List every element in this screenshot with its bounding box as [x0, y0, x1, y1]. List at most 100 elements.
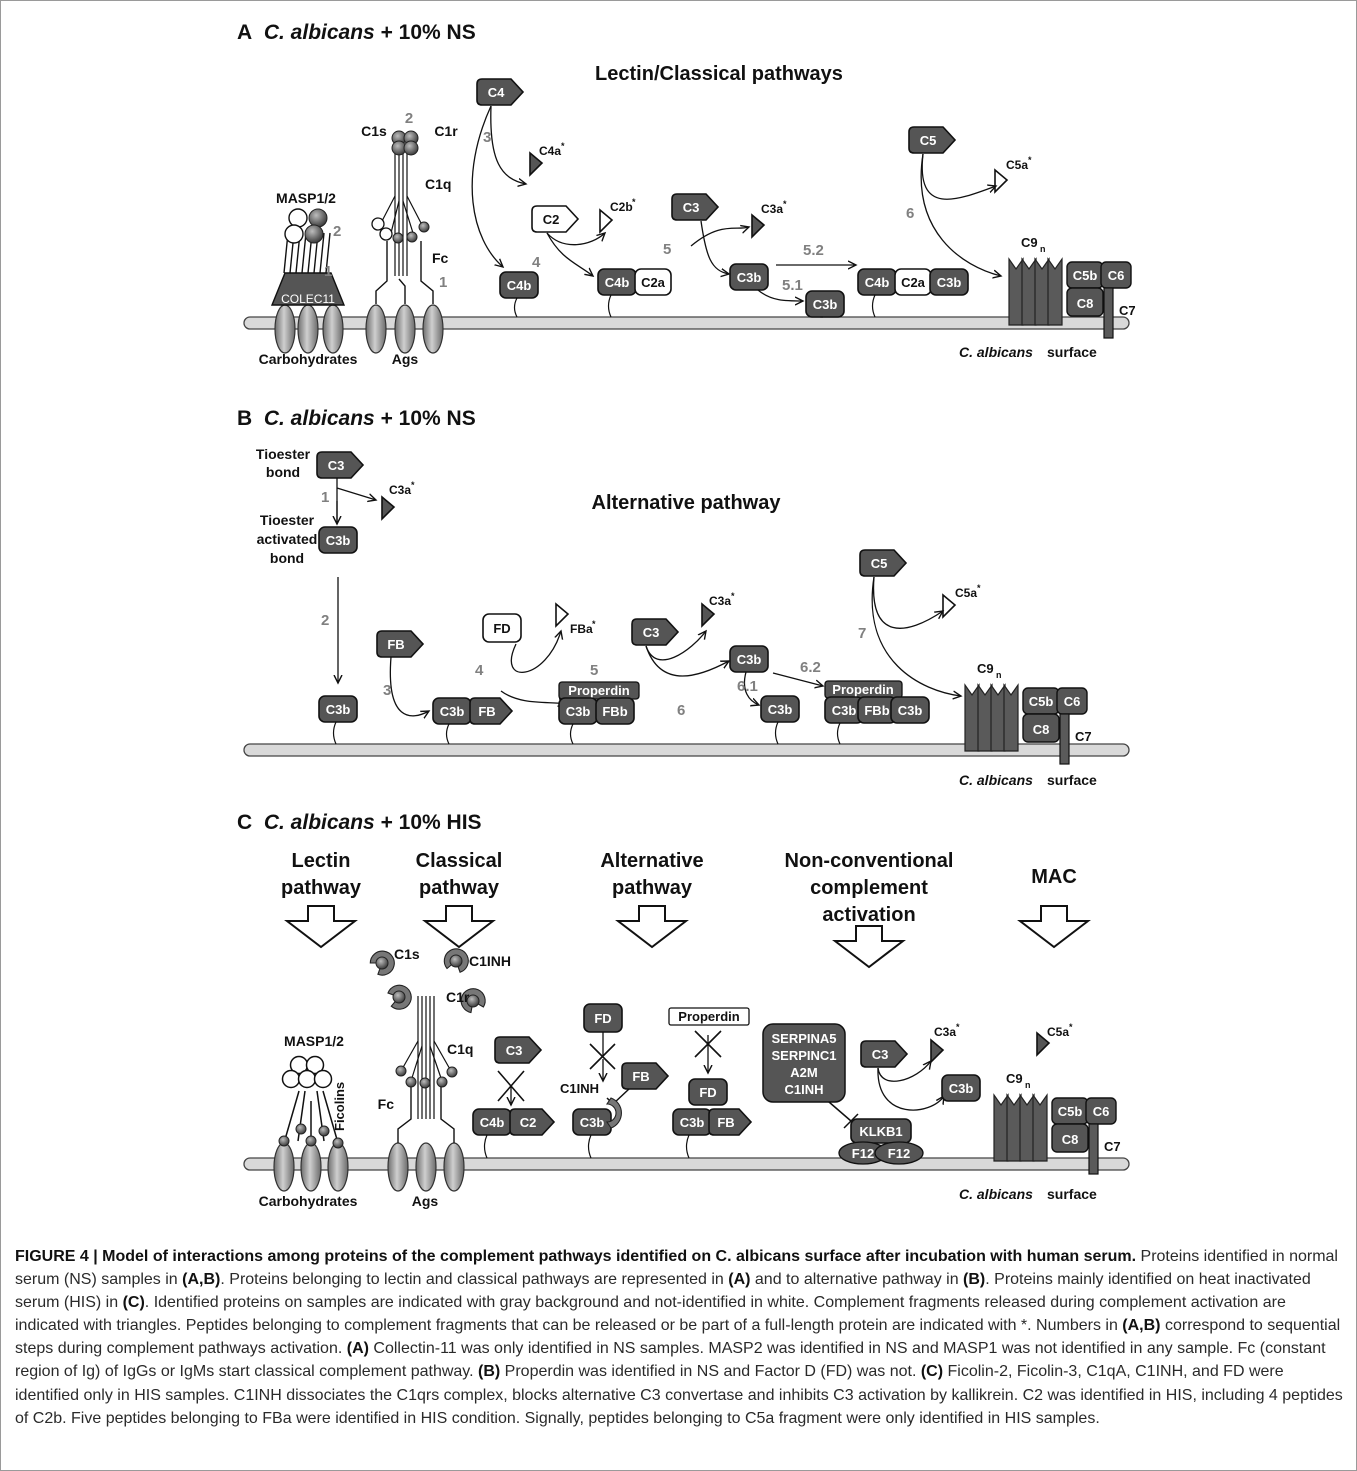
- c5conv-c3b-box: [929, 268, 969, 296]
- mac-a-c6: [1100, 261, 1132, 289]
- c1q-head-white-1: [371, 217, 385, 231]
- c5-tag-a-box: [908, 126, 957, 154]
- arrow-c3b-c5conv-b: [772, 672, 823, 686]
- f12-oval-2: [874, 1141, 924, 1165]
- step-b-5: 5: [590, 662, 598, 679]
- c2-tag-box: [531, 205, 580, 233]
- c4a-label: C4a: [539, 144, 561, 158]
- c3b-b2-label: C3b: [737, 652, 762, 667]
- mac-a-c5b-label: C5b: [1073, 268, 1098, 283]
- mac-c-c8-label: C8: [1062, 1132, 1079, 1147]
- c1q-branch-2: [390, 200, 400, 234]
- c3b-c-nc-box: [941, 1074, 981, 1102]
- panel-c-ag-oval-2: [443, 1142, 465, 1192]
- panel-a-membrane: [243, 316, 1130, 330]
- mac-a-c9-1: [1021, 257, 1037, 326]
- header-0-line-1: pathway: [281, 877, 362, 899]
- c4b-a-box: [499, 271, 539, 299]
- mac-c-c9-2: [1019, 1093, 1035, 1162]
- fc-arm-3: [398, 278, 406, 304]
- c1s-label-c: C1s: [394, 946, 420, 962]
- tioester-bond-1: Tioester: [256, 446, 311, 462]
- colec11-shape: [270, 272, 346, 306]
- c1q-c-b3: [429, 1045, 443, 1082]
- step-b-2: 2: [321, 612, 329, 629]
- ags-label-c: Ags: [412, 1193, 439, 1209]
- tioester-bond-2: bond: [266, 464, 300, 480]
- mac-b-c7: [1059, 713, 1070, 765]
- step-b-6-2: 6.2: [800, 659, 821, 676]
- c1q-c-head-3: [436, 1076, 448, 1088]
- panel-c-title: C C. albicans + 10% HIS: [237, 811, 482, 834]
- c3b-b3-box: [760, 695, 800, 723]
- fb-tag-c1-label: FB: [632, 1069, 649, 1084]
- c3-tag-b1-label: C3: [328, 458, 345, 473]
- c3a-triangle-c: [930, 1038, 945, 1064]
- ficolin-head-3: [318, 1125, 330, 1137]
- c3b-b2-box: [729, 645, 769, 673]
- c3bbb-fbb-box: [595, 697, 635, 725]
- arrow-c3-c3a-c: [877, 1061, 931, 1082]
- step-a-5-2: 5.2: [803, 242, 824, 259]
- arrow-c5-mac-b: [871, 576, 961, 696]
- inhibitor-0: SERPINA5: [771, 1031, 836, 1046]
- c1inh-label-c1: C1INH: [469, 953, 511, 969]
- mac-a-c8-label: C8: [1077, 296, 1094, 311]
- arrow-c2-c2a: [546, 232, 593, 276]
- panel-c-ag-oval-1: [415, 1142, 437, 1192]
- masp-c-ball-4: [313, 1069, 333, 1089]
- c3b-b3-label: C3b: [768, 702, 793, 717]
- masp-label: MASP1/2: [276, 190, 336, 206]
- mac-b-c5b-label: C5b: [1029, 694, 1054, 709]
- c3a-label-b1-star: *: [411, 480, 415, 490]
- c2b-triangle: [599, 208, 614, 234]
- c3b-a1-label: C3b: [737, 270, 762, 285]
- c3-tag-a-label: C3: [683, 200, 700, 215]
- mac-b-c9n: C9: [977, 661, 994, 676]
- step-b-3: 3: [383, 682, 391, 699]
- c3b-a2-label: C3b: [813, 297, 838, 312]
- fc-label: Fc: [432, 250, 449, 266]
- masp-c-ball-3: [297, 1069, 317, 1089]
- c1r-pac-core: [466, 994, 480, 1008]
- c3b-c-nc-label: C3b: [949, 1081, 974, 1096]
- c5conv-b-c3b2-label: C3b: [898, 703, 923, 718]
- mac-b-c9-2: [990, 683, 1006, 752]
- f12-label-2: F12: [888, 1146, 910, 1161]
- c5conv-b-c3b-label: C3b: [832, 703, 857, 718]
- mac-a-c9-2: [1034, 257, 1050, 326]
- c5a-triangle-a: [994, 168, 1009, 194]
- panel-a-carb-oval-1: [297, 304, 319, 354]
- c3a-label-a: C3a: [761, 202, 783, 216]
- c1q-c-b4: [433, 1040, 452, 1072]
- c3-tag-a-box: [671, 193, 720, 221]
- arrow-c4-c4b: [471, 105, 503, 267]
- c3b-c-alt-label: C3b: [580, 1115, 605, 1130]
- mac-c-c9-3: [1032, 1093, 1048, 1162]
- c3-tag-c2-box: [860, 1040, 909, 1068]
- c3a-label-a-star: *: [783, 199, 787, 209]
- mac-b-c8: [1022, 713, 1060, 743]
- arrow-c3-c3b-c: [877, 1067, 944, 1111]
- step-b-7: 7: [858, 625, 866, 642]
- panel-b-surface-organism: C. albicans: [959, 772, 1033, 788]
- arrow-fd-c3bbb: [500, 690, 566, 704]
- fba-label: FBa: [570, 622, 593, 636]
- mac-c-c9-1: [1006, 1093, 1022, 1162]
- step-a-3: 3: [483, 129, 491, 146]
- ficolin-head-1: [295, 1123, 307, 1135]
- c3b-a1-box: [729, 263, 769, 291]
- c1q-branch-4: [402, 200, 414, 234]
- mac-a-c7: [1103, 287, 1114, 339]
- c4b-c2a-c2a-label: C2a: [641, 275, 666, 290]
- c3b-b1-box: [318, 695, 358, 723]
- header-2-line-0: Alternative: [600, 850, 703, 872]
- mac-a-c9-3: [1047, 257, 1063, 326]
- step-a-5: 5: [663, 241, 671, 258]
- c1r-label: C1r: [434, 123, 458, 139]
- c3bfb-c-fb-label: FB: [717, 1115, 734, 1130]
- mac-c-c5b-label: C5b: [1058, 1104, 1083, 1119]
- header-2-line-1: pathway: [612, 877, 693, 899]
- panel-c-surface-word: surface: [1047, 1186, 1097, 1202]
